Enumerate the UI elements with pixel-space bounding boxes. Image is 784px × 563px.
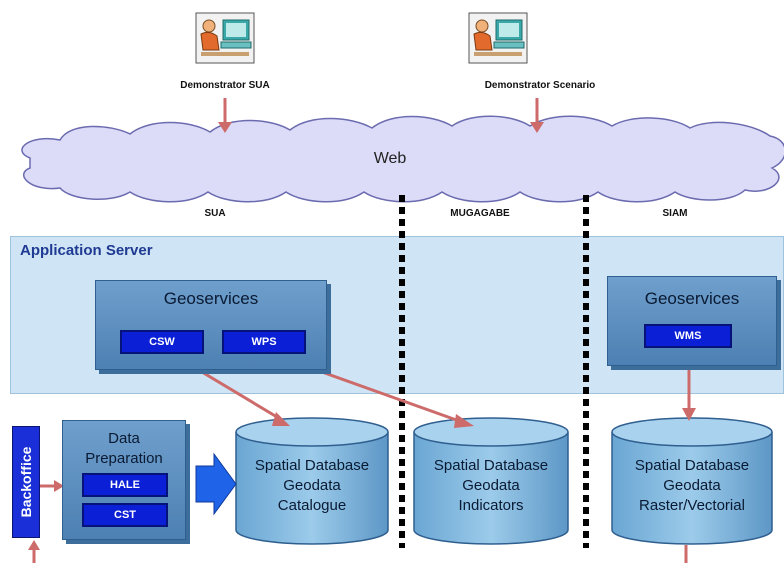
database-indicators-cylinder bbox=[413, 417, 569, 545]
database-indicators: Spatial Database Geodata Indicators bbox=[414, 456, 568, 516]
wms-service: WMS bbox=[644, 324, 732, 348]
database-catalogue-line3: Catalogue bbox=[277, 497, 347, 514]
data-preparation-title-2: Preparation bbox=[85, 450, 163, 467]
computer-user-icon-left bbox=[195, 12, 255, 64]
database-catalogue-line2: Geodata bbox=[283, 477, 341, 494]
column-label-siam: SIAM bbox=[662, 208, 688, 219]
hale-tool: HALE bbox=[82, 473, 168, 497]
database-indicators-line2: Geodata bbox=[462, 477, 520, 494]
wps-service: WPS bbox=[222, 330, 306, 354]
geoservices-title-left: Geoservices bbox=[163, 289, 259, 308]
database-raster: Spatial Database Geodata Raster/Vectoria… bbox=[612, 456, 772, 516]
database-raster-line3: Raster/Vectorial bbox=[639, 497, 745, 514]
column-label-mugagabe: MUGAGABE bbox=[450, 208, 510, 219]
database-raster-cylinder bbox=[611, 417, 773, 545]
data-preparation-title-1: Data bbox=[108, 430, 140, 447]
web-cloud bbox=[21, 115, 784, 203]
application-server-title: Application Server bbox=[20, 242, 153, 259]
computer-user-icon-right bbox=[468, 12, 528, 64]
column-label-sua: SUA bbox=[204, 208, 226, 219]
arrow-dataprep-to-catalogue bbox=[195, 452, 237, 516]
database-indicators-line3: Indicators bbox=[458, 497, 524, 514]
web-label: Web bbox=[373, 150, 407, 167]
geoservices-box-right bbox=[607, 276, 777, 366]
geoservices-title-right: Geoservices bbox=[644, 289, 740, 308]
demonstrator-sua-label: Demonstrator SUA bbox=[180, 80, 270, 91]
database-catalogue: Spatial Database Geodata Catalogue bbox=[236, 456, 388, 516]
backoffice-panel: Backoffice bbox=[12, 426, 40, 538]
geoservices-box-left bbox=[95, 280, 327, 370]
demonstrator-scenario-label: Demonstrator Scenario bbox=[484, 80, 596, 91]
database-catalogue-line1: Spatial Database bbox=[254, 457, 370, 474]
cst-tool: CST bbox=[82, 503, 168, 527]
database-raster-line2: Geodata bbox=[663, 477, 721, 494]
csw-service: CSW bbox=[120, 330, 204, 354]
database-indicators-line1: Spatial Database bbox=[433, 457, 549, 474]
database-raster-line1: Spatial Database bbox=[634, 457, 750, 474]
backoffice-label: Backoffice bbox=[18, 446, 34, 518]
